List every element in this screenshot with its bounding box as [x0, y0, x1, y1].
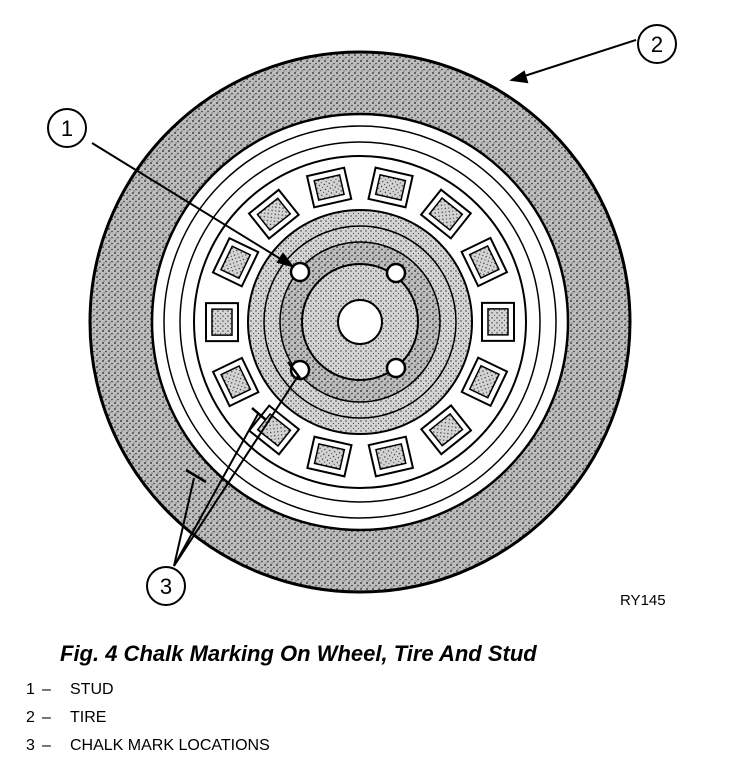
stud: [385, 262, 407, 284]
callout-3: 3: [146, 566, 186, 606]
wheel-slot: [305, 166, 353, 209]
leader-lines: [91, 39, 637, 567]
legend-text: CHALK MARK LOCATIONS: [70, 737, 270, 754]
svg-text:1: 1: [61, 116, 73, 141]
legend-item: 3– CHALK MARK LOCATIONS: [26, 736, 270, 764]
legend-dash: –: [42, 681, 51, 698]
wheel-slot: [367, 435, 415, 478]
leader-1: [91, 142, 293, 267]
legend-text: STUD: [70, 681, 114, 698]
callout-1: 1: [47, 108, 87, 148]
chalk-mark-tire: [185, 468, 207, 484]
chalk-mark-stud: [287, 361, 301, 379]
wheel-slot: [211, 356, 260, 408]
wheel-studs: [289, 261, 407, 381]
wheel-slot: [419, 188, 473, 240]
figure-caption: Fig. 4 Chalk Marking On Wheel, Tire And …: [60, 641, 537, 666]
leader-2: [511, 39, 637, 81]
wheel-slot: [460, 236, 509, 288]
wheel-slot: [247, 188, 301, 240]
legend: 1–STUD 2–TIRE 3–CHALK MARK LOCATIONS: [26, 680, 270, 764]
legend-item: 2– TIRE: [26, 708, 270, 736]
callout-2: 2: [637, 24, 677, 64]
chalk-mark-wheel: [251, 407, 267, 421]
wheel-slot: [460, 356, 509, 408]
figure-code: RY145: [620, 592, 666, 609]
stud: [385, 357, 407, 379]
legend-dash: –: [42, 737, 51, 754]
wheel-diagram: 1 2 3: [47, 24, 677, 606]
wheel-slot: [211, 236, 260, 288]
wheel-slot: [367, 166, 414, 209]
wheel-slot: [480, 301, 516, 342]
wheel-slot: [306, 435, 353, 478]
legend-number: 2: [26, 709, 35, 726]
legend-number: 1: [26, 681, 35, 698]
legend-dash: –: [42, 709, 51, 726]
svg-text:2: 2: [651, 32, 663, 57]
leader-3a: [173, 375, 299, 567]
leader-3c: [173, 477, 195, 567]
leader-3b: [173, 413, 259, 567]
legend-item: 1– STUD: [26, 680, 270, 708]
wheel-slots: [204, 166, 516, 478]
wheel-slot: [419, 404, 473, 456]
stud: [289, 261, 311, 283]
chalk-marks: [185, 361, 301, 484]
legend-text: TIRE: [70, 709, 107, 726]
svg-text:3: 3: [160, 574, 172, 599]
legend-number: 3: [26, 737, 35, 754]
stud: [289, 359, 311, 381]
wheel-slot: [204, 302, 240, 343]
